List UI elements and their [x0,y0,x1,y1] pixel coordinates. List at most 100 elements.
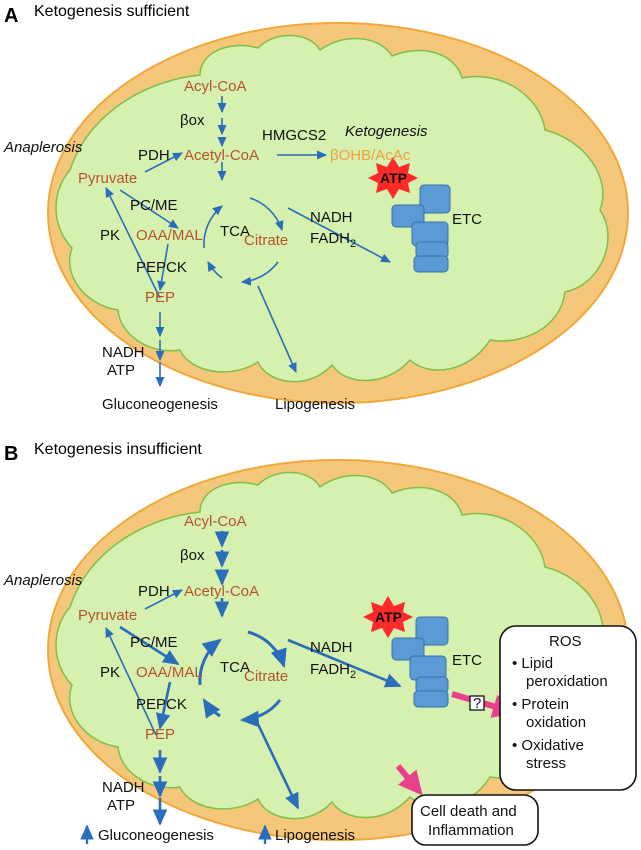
tca-arc-4 [202,698,221,719]
ros-item: peroxidation [526,673,608,690]
pink-arrow-to-cell-death [395,764,423,796]
etc-label: ETC [452,211,482,228]
tca-arc-1 [198,638,222,686]
tca-label: TCA [220,659,250,676]
fadh-label: FADH2 [310,230,356,250]
lipogenesis-label: Lipogenesis [275,396,355,413]
cell-death-line-2: Inflammation [428,822,514,839]
panel-a-letter: A [4,5,18,27]
panel-a: A Ketogenesis sufficient [3,3,629,413]
panel-b: B Ketogenesis insufficient [3,441,637,846]
etc-block [391,637,425,661]
bohb-label: βOHB/AcAc [330,147,411,164]
arrow-pyruvate-acetyl [144,152,183,173]
ros-item: • Lipid [512,655,553,672]
arrow-to-etc [287,638,402,688]
tca-arc-3 [240,261,279,286]
etc-block [409,655,447,681]
mitochondrion-matrix [55,34,609,383]
nadh-label: NADH [310,639,353,656]
panel-b-letter: B [4,443,18,465]
ketogenesis-label: Ketogenesis [345,123,428,140]
arrow-lipogenesis [254,719,300,810]
pep-label: PEP [145,726,175,743]
arrow-pep-pyruvate [105,626,157,736]
atp-label: ATP [375,609,402,625]
ros-item: oxidation [526,714,586,731]
etc-complex-a [391,184,451,273]
nadh-gluco-label: NADH [102,344,145,361]
beta-ox-label: βox [180,547,205,564]
etc-label: ETC [452,652,482,669]
tca-label: TCA [220,223,250,240]
pepck-label: PEPCK [136,259,187,276]
arrow-oaa-pep [157,243,169,292]
etc-block [413,690,449,708]
acetyl-coa-label: Acetyl-CoA [184,147,259,164]
arrow-pyruvate-oaa [119,189,179,229]
pdh-label: PDH [138,147,170,164]
pyruvate-label: Pyruvate [78,607,137,624]
atp-label: ATP [380,170,407,186]
fadh-subscript: 2 [350,669,356,681]
tca-arc-2 [249,197,284,232]
atp-burst-a [368,157,418,199]
question-mark: ? [473,695,481,712]
lipogenesis-label: Lipogenesis [275,827,355,844]
atp-gluco-label: ATP [107,362,135,379]
pc-me-label: PC/ME [130,634,178,651]
acyl-coa-label: Acyl-CoA [184,78,247,95]
fadh-text: FADH [310,661,350,678]
fadh-label: FADH2 [310,661,356,681]
tca-arc-3 [239,699,282,728]
ros-title: ROS [549,633,582,650]
arrow-to-etc [287,207,391,263]
acetyl-coa-label: Acetyl-CoA [184,583,259,600]
arrow-lipogenesis [257,285,297,374]
pyruvate-label: Pyruvate [78,170,137,187]
gluconeogenesis-label: Gluconeogenesis [98,827,214,844]
hmgcs2-label: HMGCS2 [262,127,326,144]
arrow-oaa-pep [155,681,172,730]
panel-b-arrows [80,531,402,844]
pep-label: PEP [145,289,175,306]
panel-b-title: Ketogenesis insufficient [34,441,202,458]
pk-label: PK [100,664,120,681]
etc-complex-b [391,616,449,708]
anaplerosis-label: Anaplerosis [3,572,83,589]
nadh-gluco-label: NADH [102,779,145,796]
fadh-text: FADH [310,230,350,247]
tca-arc-2 [247,630,287,668]
etc-block [415,616,449,646]
ros-item: • Protein [512,696,569,713]
fadh-subscript: 2 [350,238,356,250]
etc-block [413,255,449,273]
question-box [469,695,485,711]
etc-block [419,184,451,214]
citrate-label: Citrate [244,232,288,249]
ros-item: stress [526,755,566,772]
oaa-mal-label: OAA/MAL [136,227,203,244]
cell-death-box [411,794,539,846]
oaa-mal-label: OAA/MAL [136,664,203,681]
arrow-pyruvate-oaa [119,625,180,666]
pepck-label: PEPCK [136,696,187,713]
citrate-label: Citrate [244,668,288,685]
pdh-label: PDH [138,583,170,600]
atp-burst-b [363,596,413,638]
gluconeogenesis-label: Gluconeogenesis [102,396,218,413]
ros-item: • Oxidative [512,737,584,754]
ros-box [499,625,637,791]
arrow-pep-pyruvate [105,186,161,299]
acyl-coa-label: Acyl-CoA [184,513,247,530]
nadh-label: NADH [310,209,353,226]
panel-a-arrows [105,96,391,388]
cell-death-line-1: Cell death and [420,803,517,820]
panel-a-title: Ketogenesis sufficient [34,3,190,20]
tca-arc-1 [203,205,223,249]
tca-arc-4 [207,261,223,279]
pc-me-label: PC/ME [130,197,178,214]
atp-gluco-label: ATP [107,797,135,814]
beta-ox-label: βox [180,112,205,129]
arrow-pyruvate-acetyl [144,589,183,610]
